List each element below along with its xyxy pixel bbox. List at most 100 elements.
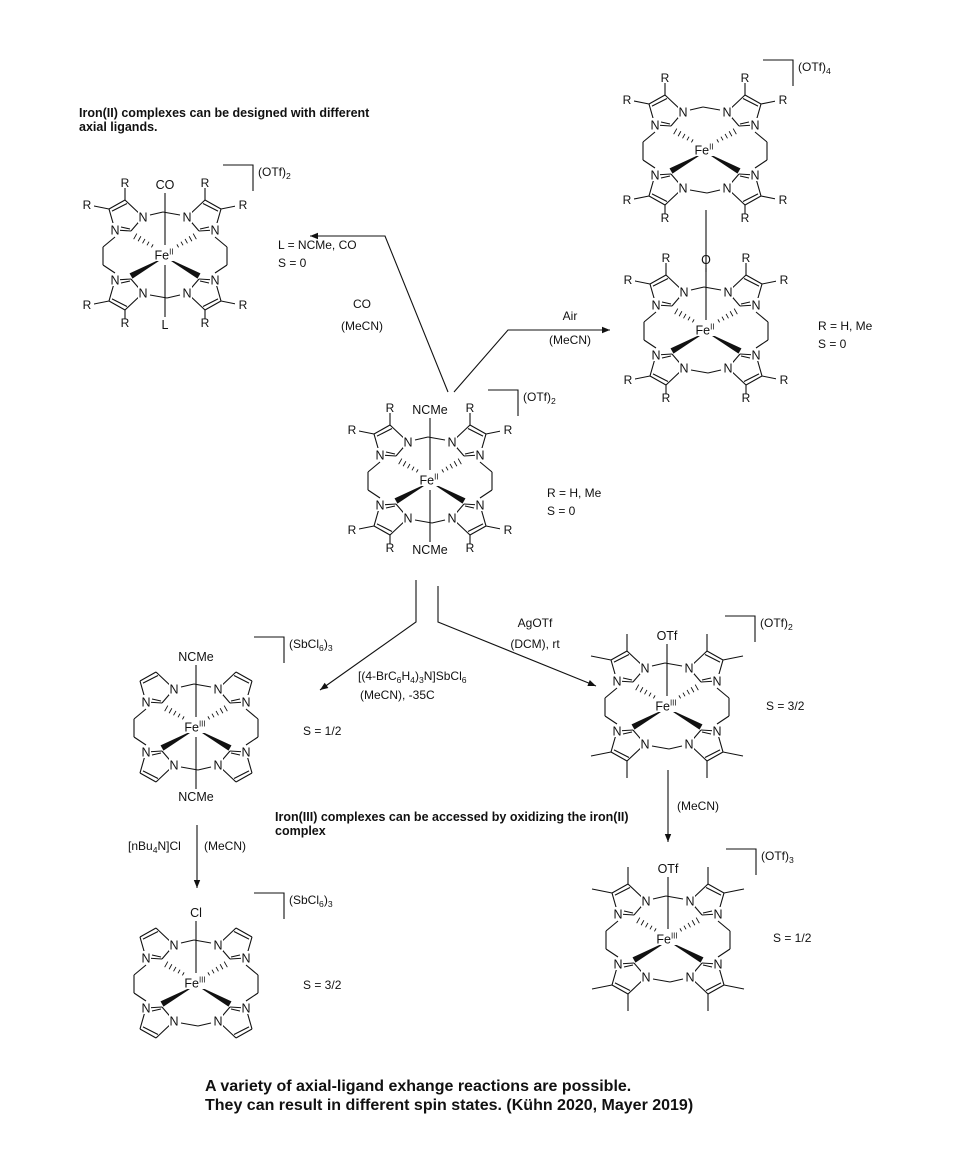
hash-bond bbox=[182, 716, 185, 720]
bond bbox=[610, 650, 628, 661]
info-label: L = NCMe, CO bbox=[278, 238, 357, 252]
hash-bond bbox=[223, 961, 228, 968]
double-bond bbox=[622, 677, 633, 681]
hash-bond bbox=[173, 966, 177, 972]
hash-bond bbox=[453, 461, 458, 467]
hash-bond bbox=[192, 233, 197, 240]
double-bond bbox=[660, 175, 671, 179]
hash-bond bbox=[690, 687, 695, 693]
methylene-bridge bbox=[166, 294, 181, 299]
spin-state: S = 0 bbox=[547, 504, 576, 518]
hash-bond bbox=[695, 917, 700, 924]
nitrogen-label: N bbox=[613, 958, 622, 972]
methylene-bridge bbox=[197, 1022, 212, 1027]
imidazole-ring: NN bbox=[590, 708, 667, 778]
nitrogen-label: N bbox=[403, 512, 412, 526]
bond bbox=[744, 195, 762, 206]
bond bbox=[204, 300, 222, 311]
hash-bond bbox=[721, 316, 725, 321]
ethylene-bridge bbox=[245, 708, 259, 720]
methylene-bridge bbox=[703, 286, 722, 291]
methylene-bridge bbox=[414, 436, 429, 441]
ethylene-bridge bbox=[367, 461, 381, 473]
ethylene-bridge bbox=[605, 948, 619, 958]
hash-bond bbox=[644, 689, 648, 695]
ethylene-bridge bbox=[479, 489, 493, 499]
counterion-label: (SbCl6)3 bbox=[289, 893, 333, 909]
double-bond bbox=[230, 698, 241, 702]
substituent-r: R bbox=[239, 298, 248, 312]
spin-state: S = 1/2 bbox=[303, 724, 342, 738]
double-bond bbox=[464, 505, 475, 509]
axial-ligand-bottom: L bbox=[162, 318, 169, 332]
nitrogen-label: N bbox=[475, 449, 484, 463]
hash-bond bbox=[215, 710, 219, 716]
info-label: R = H, Me bbox=[547, 486, 602, 500]
arrow-head bbox=[602, 326, 610, 334]
hash-bond bbox=[686, 689, 690, 695]
caption-line-2: They can result in different spin states… bbox=[205, 1097, 694, 1114]
substituent-r: R bbox=[201, 316, 210, 330]
double-bond bbox=[111, 203, 128, 212]
nitrogen-label: N bbox=[723, 286, 732, 300]
imidazole-ring: NN bbox=[139, 729, 196, 783]
substituent-r: R bbox=[662, 251, 671, 265]
spin-state: S = 0 bbox=[818, 337, 847, 351]
nitrogen-label: N bbox=[213, 759, 222, 773]
hash-bond bbox=[648, 692, 652, 697]
substituent-r: R bbox=[624, 373, 633, 387]
hash-bond bbox=[168, 708, 173, 714]
hash-bond bbox=[640, 920, 645, 926]
double-bond bbox=[233, 770, 250, 779]
hash-bond bbox=[219, 964, 224, 970]
substituent-r: R bbox=[780, 273, 789, 287]
caption-line-1: A variety of axial-ligand exhange reacti… bbox=[205, 1078, 632, 1095]
double-bond bbox=[742, 193, 759, 202]
bond bbox=[611, 883, 629, 894]
wedge-bond bbox=[705, 152, 741, 174]
substituent-r: R bbox=[661, 71, 670, 85]
counterion-label: (OTf)2 bbox=[760, 616, 793, 632]
reagent-label: [(4-BrC6H4)3N]SbCl6 bbox=[358, 669, 467, 685]
ethylene-bridge bbox=[643, 339, 657, 349]
ethylene-bridge bbox=[479, 461, 493, 473]
double-bond bbox=[199, 280, 210, 284]
hash-bond bbox=[180, 241, 184, 246]
hash-bond bbox=[678, 695, 681, 699]
double-bond bbox=[199, 226, 210, 230]
arrow-head bbox=[664, 834, 672, 842]
double-bond bbox=[740, 301, 751, 305]
nitrogen-label: N bbox=[375, 449, 384, 463]
substituent-r: R bbox=[780, 373, 789, 387]
wedge-bond bbox=[670, 332, 706, 354]
methylene-bridge bbox=[427, 436, 446, 441]
hash-bond bbox=[636, 917, 641, 924]
ethylene-bridge bbox=[605, 920, 619, 932]
ethylene-bridge bbox=[755, 311, 769, 323]
axial-ligand-top: NCMe bbox=[412, 403, 447, 417]
double-bond bbox=[623, 910, 634, 914]
ethylene-bridge bbox=[754, 159, 768, 169]
methylene-bridge bbox=[197, 766, 212, 771]
bond bbox=[469, 525, 487, 536]
methylene-bridge bbox=[414, 519, 433, 524]
arrow-head bbox=[320, 682, 329, 690]
substituent-r: R bbox=[83, 298, 92, 312]
counterion-label: (OTf)2 bbox=[523, 390, 556, 406]
double-bond bbox=[142, 770, 159, 779]
nitrogen-label: N bbox=[751, 349, 760, 363]
double-bond bbox=[739, 175, 750, 179]
double-bond bbox=[704, 749, 721, 758]
double-bond bbox=[702, 964, 713, 968]
substituent-r: R bbox=[386, 401, 395, 415]
bond bbox=[745, 375, 763, 386]
bond bbox=[469, 424, 487, 435]
nitrogen-label: N bbox=[650, 119, 659, 133]
